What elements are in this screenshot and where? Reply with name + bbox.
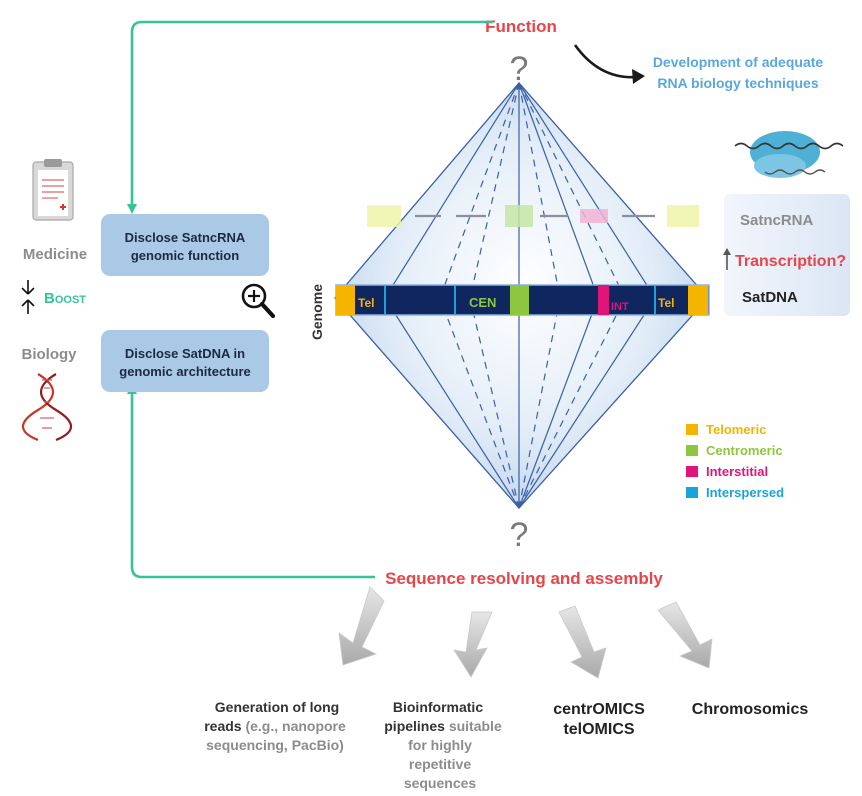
item2-line5: sequences (404, 775, 477, 791)
boost-label: Boost (44, 290, 86, 307)
legend-swatch (686, 445, 698, 456)
item2-line4: repetitive (409, 756, 471, 772)
cen-label: CEN (469, 295, 496, 310)
disclose-satdna-box: Disclose SatDNA in genomic architecture (101, 330, 269, 392)
legend-swatch (686, 424, 698, 435)
medical-clipboard-icon (32, 159, 74, 221)
item2-line3: for highly (408, 737, 472, 753)
tel-right-label: Tel (658, 296, 674, 310)
legend-swatch (686, 487, 698, 498)
zoom-in-icon (241, 283, 276, 319)
up-down-arrows-icon (21, 280, 35, 314)
feedback-loop (130, 20, 493, 579)
ribosome-rna-icon (734, 131, 844, 178)
telomeric-block-left (336, 285, 355, 315)
int-label: INT (611, 301, 629, 313)
rna-techniques-line2: RNA biology techniques (657, 75, 818, 91)
legend-item: Interstitial (686, 464, 768, 479)
arrow-2-icon (453, 611, 493, 678)
item2-line1: Bioinformatic (393, 699, 483, 715)
item1-line3: sequencing, PacBio) (206, 737, 344, 753)
satncrna-label: SatncRNA (740, 212, 814, 229)
chromosome-bar: Tel CEN INT Tel (335, 284, 710, 316)
arrow-3-icon (558, 605, 607, 679)
telomeric-block-right (688, 285, 708, 315)
item1-line1: Generation of long (215, 699, 339, 715)
transcription-label: Transcription? (735, 253, 846, 270)
item1-line2: reads (e.g., nanopore (204, 718, 346, 734)
box1-line1: Disclose SatncRNA (125, 230, 246, 245)
legend-label: Telomeric (706, 422, 766, 437)
legend-item: Centromeric (686, 443, 783, 458)
legend-label: Interspersed (706, 485, 784, 500)
right-panel: SatncRNA Transcription? SatDNA (723, 194, 850, 316)
satdna-label: SatDNA (742, 289, 798, 306)
arrow-4-icon (657, 601, 713, 669)
feedback-arrow-down-icon (127, 204, 137, 214)
chromosomics-item: Chromosomics (692, 701, 809, 718)
legend-item: Interspersed (686, 485, 784, 500)
arrow-1-icon (338, 586, 385, 666)
gray-arrows (338, 586, 713, 679)
box2-line2: genomic architecture (119, 364, 251, 379)
top-question-mark: ? (510, 50, 529, 88)
legend-label: Interstitial (706, 464, 768, 479)
interspersed-marks (384, 286, 656, 314)
biology-label: Biology (22, 346, 78, 363)
interstitial-block (598, 285, 609, 315)
genome-axis-label: Genome (309, 284, 325, 340)
omics-item: centrOMICS telOMICS (553, 701, 645, 738)
transcript-row (367, 205, 699, 227)
legend-swatch (686, 466, 698, 477)
medicine-label: Medicine (23, 246, 87, 263)
item3-line2: telOMICS (563, 721, 634, 738)
sequence-resolving-label: Sequence resolving and assembly (385, 569, 663, 588)
bottom-question-mark: ? (510, 516, 529, 554)
centromeric-block (510, 285, 529, 315)
rna-techniques-line1: Development of adequate (653, 54, 824, 70)
item3-line1: centrOMICS (553, 701, 645, 718)
legend: TelomericCentromericInterstitialInterspe… (686, 422, 784, 500)
disclose-satncrna-box: Disclose SatncRNA genomic function (101, 214, 269, 276)
long-reads-item: Generation of long reads (e.g., nanopore… (204, 699, 346, 753)
curved-arrow-icon (573, 44, 645, 84)
box2-line1: Disclose SatDNA in (125, 346, 245, 361)
function-label: Function (485, 17, 557, 36)
legend-item: Telomeric (686, 422, 766, 437)
bioinformatic-pipelines-item: Bioinformatic pipelines suitable for hig… (384, 699, 502, 791)
box1-line2: genomic function (131, 248, 239, 263)
dna-helix-icon (21, 373, 73, 442)
tel-left-label: Tel (358, 296, 374, 310)
up-arrow-icon (723, 248, 731, 270)
legend-label: Centromeric (706, 443, 783, 458)
item2-line2: pipelines suitable (384, 718, 502, 734)
